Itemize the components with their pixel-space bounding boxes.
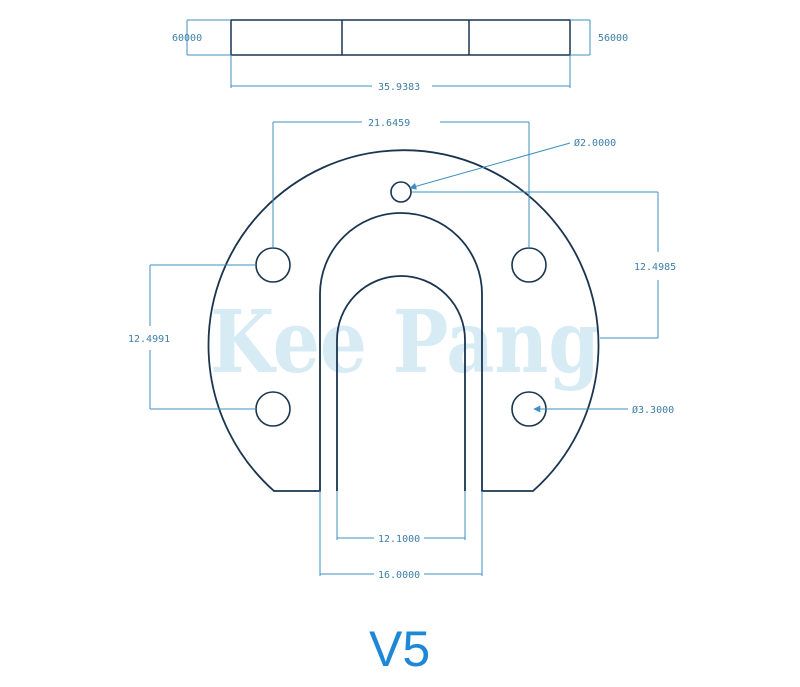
dim-center-hole-leader: [409, 142, 571, 190]
dim-vertical-left: [149, 264, 256, 410]
top-view: [186, 19, 591, 88]
dim-slot-inner: [336, 491, 466, 540]
dim-vertical-right-label: 12.4985: [634, 262, 676, 273]
dim-center-hole-label: Ø2.0000: [574, 137, 616, 149]
dim-slot-outer: [319, 491, 483, 576]
dim-top-width: [230, 55, 571, 88]
dim-thickness-right: [570, 19, 591, 56]
dim-hole-spacing-horizontal-label: 21.6459: [368, 118, 410, 129]
top-view-body: [230, 19, 571, 56]
mount-hole-top-left: [255, 247, 291, 283]
dim-slot-inner-label: 12.1000: [378, 534, 420, 545]
dim-thickness-left: [186, 19, 231, 56]
watermark: Kee Pang: [210, 292, 600, 393]
dim-slot-outer-label: 16.0000: [378, 570, 420, 581]
dim-top-width-label: 35.9383: [378, 82, 420, 93]
mount-hole-top-right: [511, 247, 547, 283]
dim-vertical-left-label: 12.4991: [128, 334, 170, 345]
dim-vertical-right: [412, 191, 659, 339]
version-label: V5: [369, 621, 430, 677]
dim-thickness-right-label: 56000: [598, 33, 628, 44]
dim-mount-hole-label: Ø3.3000: [632, 404, 674, 416]
slot-inner-outline: [336, 275, 466, 491]
dim-thickness-left-label: 60000: [172, 33, 202, 44]
plate-outline: [207, 149, 600, 492]
plate-view: [149, 121, 659, 576]
center-hole: [390, 181, 412, 203]
dim-hole-spacing-horizontal: [272, 121, 530, 248]
mount-hole-bottom-left: [255, 391, 291, 427]
